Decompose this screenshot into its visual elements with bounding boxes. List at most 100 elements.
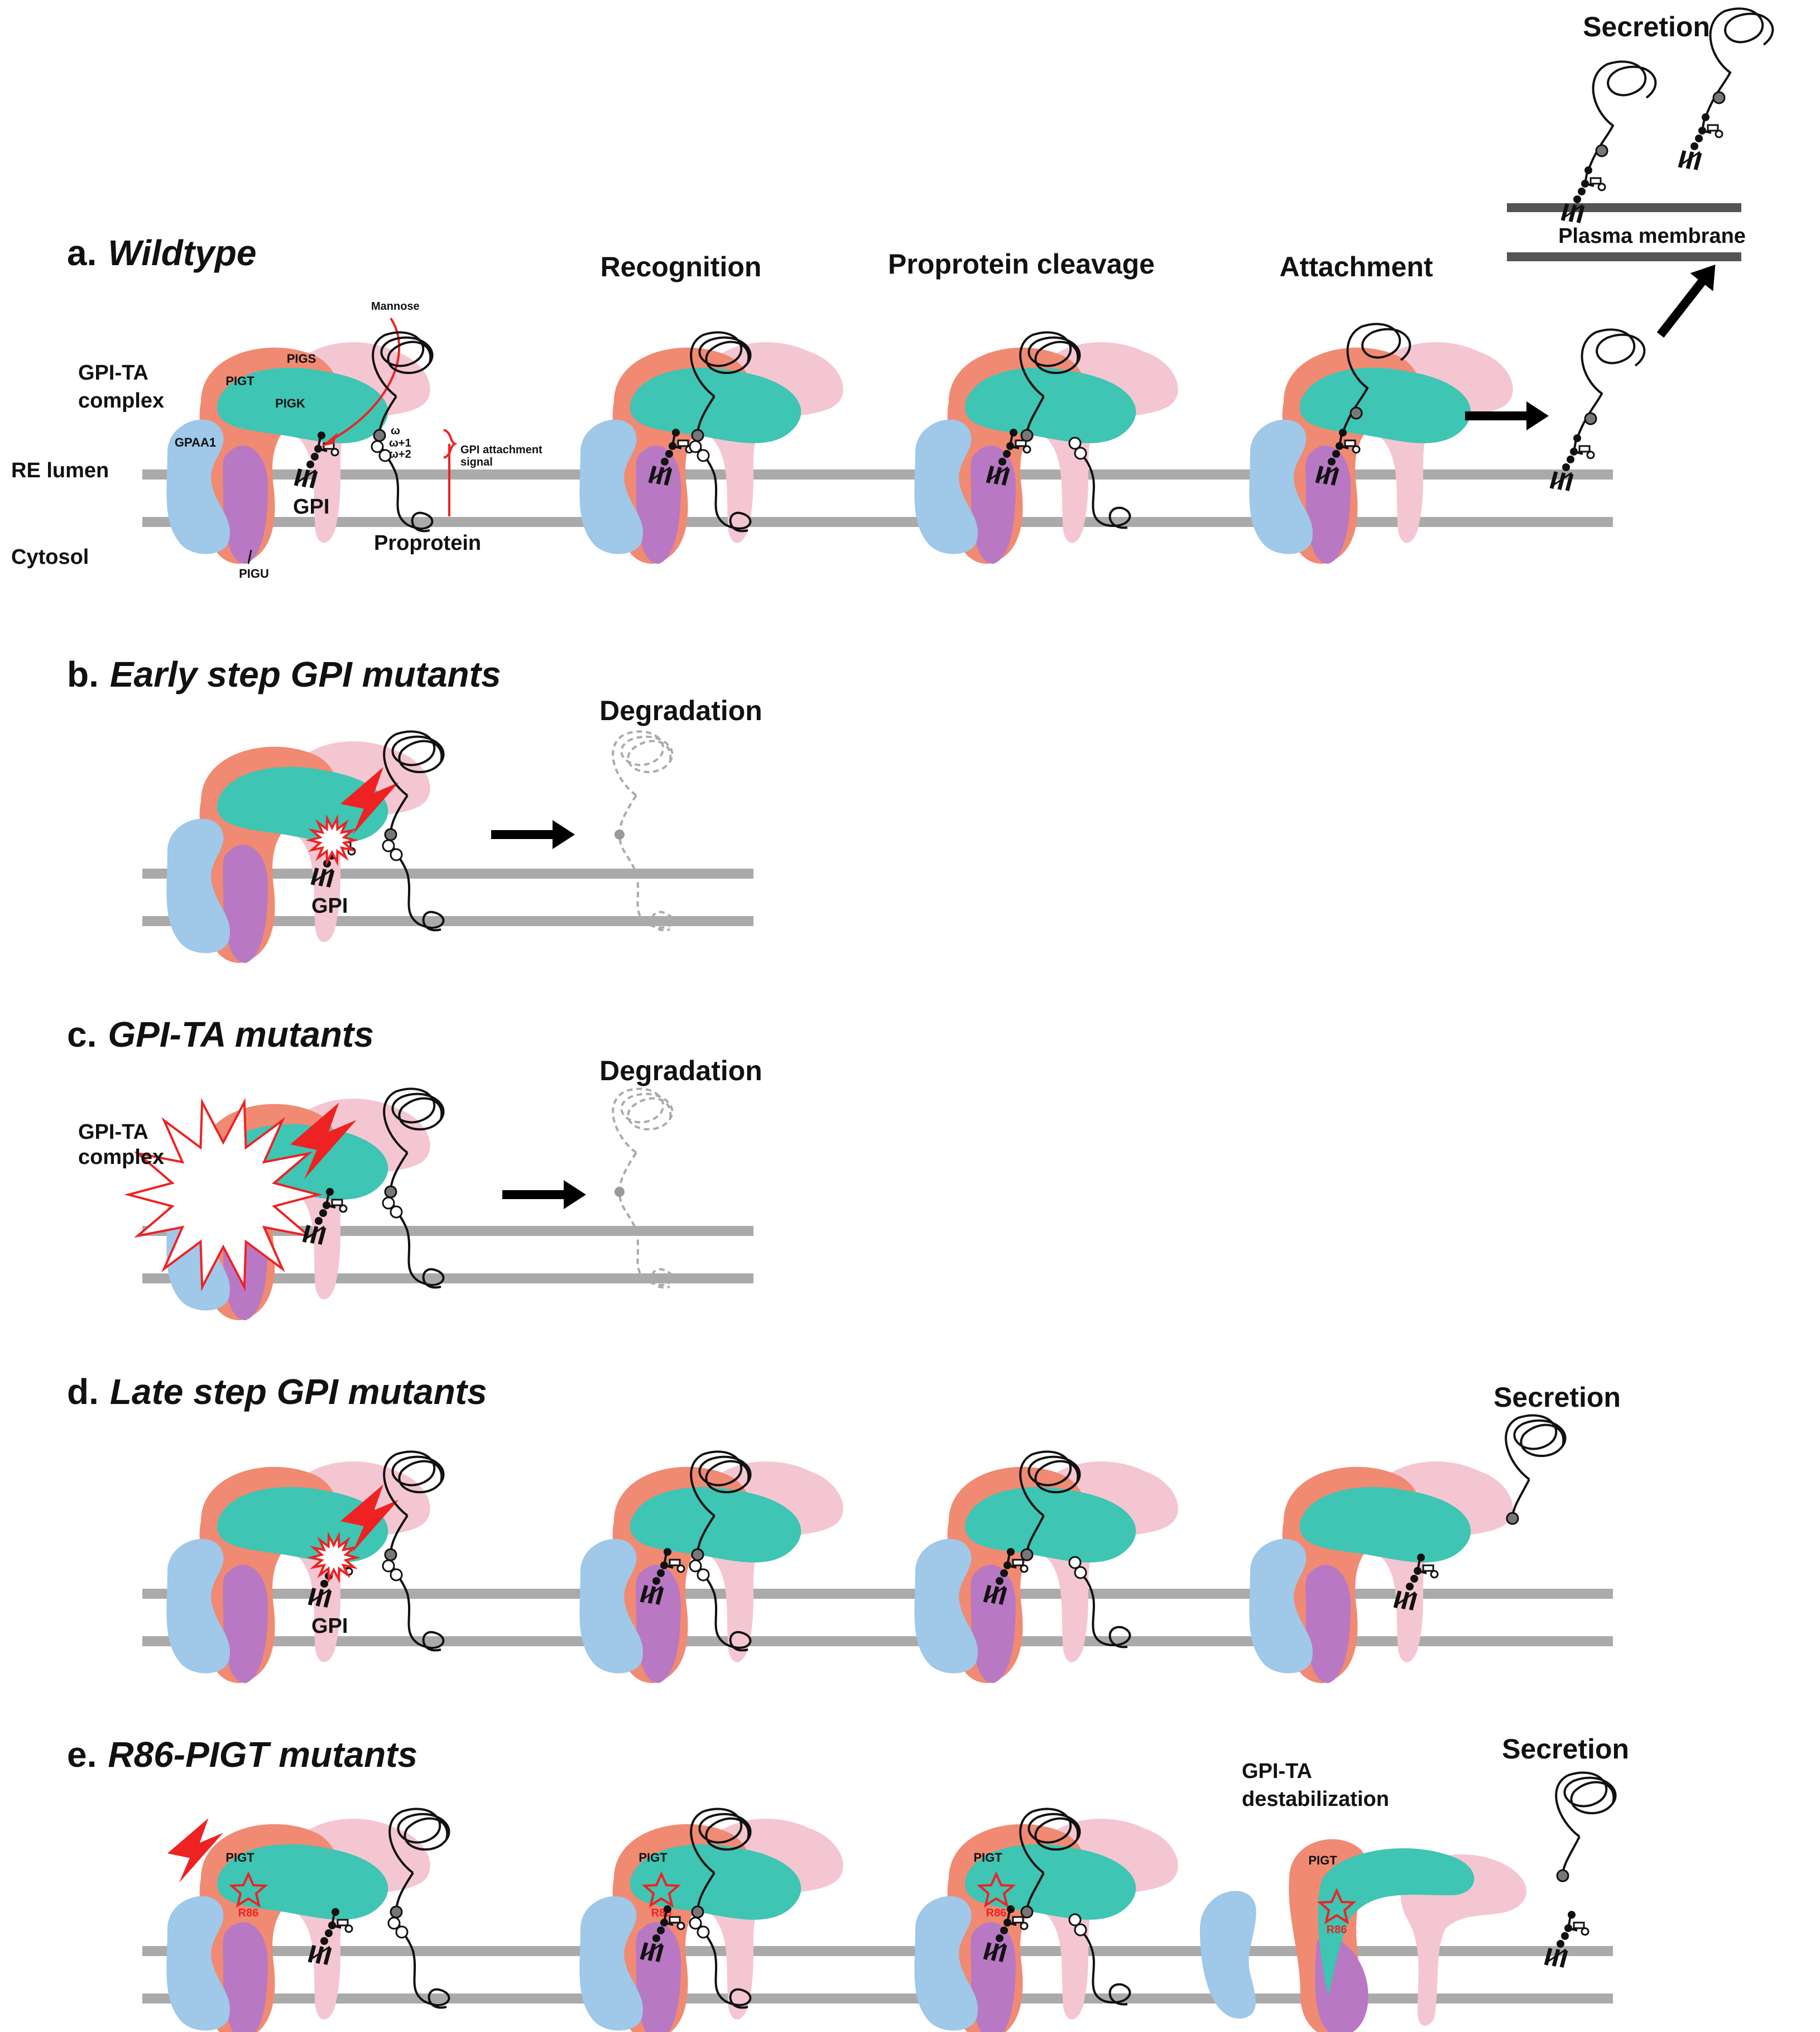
panel-d-complex-2 bbox=[579, 1461, 843, 1683]
panel-a-title: a.Wildtype bbox=[67, 233, 256, 273]
pigu-subunit bbox=[223, 445, 268, 564]
mannose-label: Mannose bbox=[371, 300, 420, 313]
omega-residue bbox=[1712, 91, 1726, 104]
proprotein-domain bbox=[383, 1450, 445, 1517]
proprotein-label: Proprotein bbox=[374, 531, 481, 555]
pigk-subunit bbox=[630, 1487, 801, 1563]
r86-label: R86 bbox=[238, 1907, 259, 1919]
omega-plus2-residue bbox=[390, 1568, 403, 1581]
proprotein-domain bbox=[690, 1808, 752, 1874]
panel-a-proprotein-2 bbox=[689, 331, 752, 533]
omega-plus2-residue bbox=[697, 449, 710, 462]
panel-c-proprotein bbox=[382, 1087, 445, 1289]
omega-plus2-residue bbox=[378, 449, 392, 462]
omega-plus1-residue bbox=[689, 440, 702, 453]
secreted-gpi-protein bbox=[1680, 7, 1774, 170]
proprotein-signal-chain bbox=[618, 1152, 674, 1289]
gpaa1-subunit bbox=[166, 1539, 230, 1674]
panel-a-complex-4 bbox=[1249, 342, 1513, 564]
cleaved-protein bbox=[1019, 1450, 1081, 1561]
r86-star-icon bbox=[228, 1871, 268, 1908]
omega2-label: ω+2 bbox=[389, 448, 411, 461]
panel-heading: GPI-TA mutants bbox=[108, 1014, 373, 1055]
omega-plus2-residue bbox=[395, 1925, 409, 1939]
omega-residue bbox=[1556, 1869, 1569, 1882]
omega-plus1-residue bbox=[382, 1196, 395, 1210]
proprotein-domain bbox=[388, 1808, 450, 1874]
step-cleavage: Proprotein cleavage bbox=[888, 248, 1155, 280]
omega-plus2-residue bbox=[1074, 1923, 1087, 1937]
pigt-label: PIGT bbox=[1308, 1853, 1337, 1867]
gpaa1-subunit bbox=[166, 818, 230, 953]
arrow-to-degradation bbox=[491, 820, 575, 849]
pigk-subunit bbox=[965, 367, 1136, 443]
step-degradation-b: Degradation bbox=[599, 695, 762, 726]
omega-plus2-residue bbox=[390, 1205, 403, 1219]
omega-residue bbox=[1350, 406, 1363, 420]
cleaved-signal bbox=[1068, 1556, 1131, 1648]
pigk-subunit bbox=[1318, 1848, 1475, 1996]
panel-a-complex-3 bbox=[914, 342, 1178, 564]
gpaa1-subunit bbox=[579, 1896, 644, 2031]
gpaa1-label: GPAA1 bbox=[175, 435, 216, 449]
arrow-to-membrane bbox=[1465, 401, 1549, 430]
pigu-subunit bbox=[223, 1565, 268, 1683]
proprotein-domain bbox=[612, 730, 674, 797]
omega-residue bbox=[1020, 1905, 1034, 1919]
omega-plus2-residue bbox=[697, 1568, 710, 1581]
panel-e-proprotein-2 bbox=[689, 1808, 752, 2009]
complex-burst-icon bbox=[124, 1098, 323, 1292]
panel-letter: a. bbox=[67, 233, 97, 273]
gpi-label: GPI bbox=[293, 495, 329, 519]
pigu-subunit bbox=[1305, 445, 1351, 564]
omega-residue bbox=[614, 830, 625, 840]
panel-d-proprotein-1 bbox=[382, 1450, 445, 1652]
panel-a-complex-2 bbox=[579, 342, 843, 564]
omega-plus2-residue bbox=[390, 848, 403, 861]
omega-plus1-residue bbox=[1068, 437, 1082, 450]
arrow-to-plasma-membrane bbox=[1656, 264, 1716, 338]
proprotein-signal-chain bbox=[389, 1152, 445, 1289]
gpi-ta-complex-label-2: complex bbox=[78, 389, 164, 413]
panel-c-title: c.GPI-TA mutants bbox=[67, 1014, 374, 1055]
proprotein-signal-chain bbox=[395, 1872, 450, 2009]
gpi-label: GPI bbox=[311, 1614, 348, 1638]
omega-residue bbox=[384, 828, 397, 841]
released-gpi-protein bbox=[1552, 328, 1646, 491]
gpaa1-subunit bbox=[914, 1896, 978, 2031]
omega-plus1-residue bbox=[382, 839, 395, 852]
gpi-ta-complex-label-1: GPI-TA bbox=[78, 1120, 148, 1144]
omega-residue bbox=[1595, 144, 1608, 157]
omega-plus1-residue bbox=[1068, 1556, 1082, 1569]
r86-star-icon bbox=[1317, 1888, 1357, 1925]
degraded-proprotein bbox=[612, 730, 674, 932]
pigk-subunit bbox=[1300, 1487, 1471, 1563]
pigt-label: PIGT bbox=[973, 1851, 1002, 1865]
proprotein-domain bbox=[383, 1087, 445, 1154]
step-degradation-c: Degradation bbox=[599, 1055, 762, 1086]
proprotein-domain bbox=[1505, 1414, 1567, 1519]
panel-b-title: b.Early step GPI mutants bbox=[67, 654, 501, 694]
pigk-subunit bbox=[965, 1487, 1136, 1563]
omega-plus2-residue bbox=[697, 1925, 710, 1939]
gpi-anchor-icon bbox=[1680, 113, 1722, 170]
pigu-subunit bbox=[223, 1922, 268, 2032]
gpaa1-subunit bbox=[1249, 1539, 1313, 1674]
gpaa1-subunit bbox=[914, 419, 978, 554]
pigs-label: PIGS bbox=[287, 352, 316, 366]
step-secretion-e: Secretion bbox=[1502, 1733, 1629, 1765]
omega-residue bbox=[373, 429, 386, 442]
gpaa1-subunit bbox=[579, 419, 644, 554]
panel-d-membrane bbox=[142, 1589, 1613, 1646]
gpi-ta-complex-label-1: GPI-TA bbox=[78, 361, 148, 385]
panel-d-title: d.Late step GPI mutants bbox=[67, 1372, 487, 1412]
omega-residue bbox=[384, 1548, 397, 1561]
panel-heading: R86-PIGT mutants bbox=[108, 1734, 417, 1775]
omega-plus1-residue bbox=[689, 1916, 702, 1930]
panel-b-proprotein bbox=[382, 730, 445, 932]
panel-e-proprotein-1 bbox=[387, 1808, 450, 2009]
protein-domain bbox=[1576, 328, 1646, 439]
proprotein-domain bbox=[690, 331, 752, 397]
pigk-subunit bbox=[1300, 367, 1471, 443]
